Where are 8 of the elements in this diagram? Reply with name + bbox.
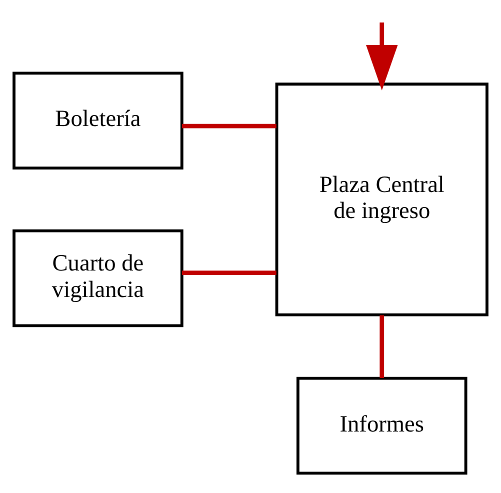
node-box: Plaza Central de ingreso: [275, 82, 488, 316]
node-box: Boletería: [12, 71, 184, 170]
connector: [182, 270, 276, 274]
node-box: Cuarto de vigilancia: [12, 228, 184, 327]
connector: [380, 314, 384, 378]
arrow: [366, 22, 398, 90]
node-box: Informes: [296, 376, 468, 474]
connector: [182, 123, 276, 128]
